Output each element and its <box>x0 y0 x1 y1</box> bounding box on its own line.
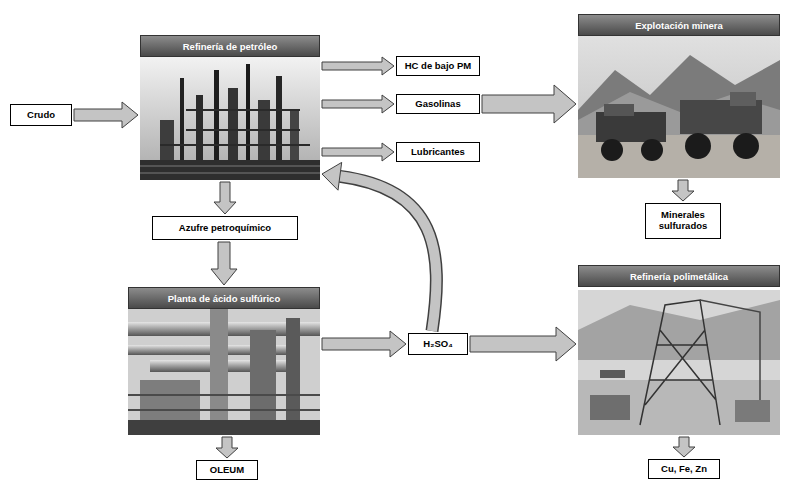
panel-heading: Refinería polimetálica <box>578 265 780 287</box>
box-label: OLEUM <box>210 465 244 476</box>
block-arrow <box>214 182 236 214</box>
box-label: Minerales sulfurados <box>650 210 716 232</box>
block-arrow <box>211 242 237 285</box>
block-arrow <box>74 102 138 128</box>
polymetallic-refinery-photo <box>578 290 780 435</box>
refinery-photo <box>140 57 320 180</box>
box-label: H₂SO₄ <box>423 339 452 350</box>
block-arrow <box>322 57 394 75</box>
photo-panel: Refinería de petróleo <box>140 35 320 180</box>
process-box: OLEUM <box>196 460 258 480</box>
process-box: Lubricantes <box>396 142 480 162</box>
box-label: Cu, Fe, Zn <box>661 464 707 475</box>
panel-heading: Refinería de petróleo <box>140 35 320 57</box>
process-box: HC de bajo PM <box>396 56 480 76</box>
panel-heading: Explotación minera <box>578 14 780 36</box>
photo-panel: Explotación minera <box>578 14 780 178</box>
block-arrow <box>672 180 694 201</box>
process-box: Cu, Fe, Zn <box>648 459 720 479</box>
block-arrow <box>322 95 394 113</box>
block-arrow <box>322 331 406 357</box>
process-box: Gasolinas <box>396 94 480 114</box>
block-arrow <box>322 143 394 161</box>
process-box: Azufre petroquímico <box>152 216 298 240</box>
acid-plant-photo <box>128 309 320 435</box>
process-box: H₂SO₄ <box>408 333 468 355</box>
block-arrow <box>482 85 576 123</box>
process-box: Minerales sulfurados <box>645 203 721 239</box>
box-label: Crudo <box>27 110 55 121</box>
box-label: Azufre petroquímico <box>179 223 271 234</box>
box-label: Lubricantes <box>411 147 465 158</box>
mining-photo <box>578 36 780 178</box>
block-arrow <box>322 162 436 331</box>
block-arrow <box>673 437 695 457</box>
process-box: Crudo <box>10 104 72 126</box>
photo-panel: Planta de ácido sulfúrico <box>128 287 320 435</box>
box-label: HC de bajo PM <box>405 61 472 72</box>
photo-panel: Refinería polimetálica <box>578 265 780 435</box>
block-arrow <box>470 327 576 361</box>
panel-heading: Planta de ácido sulfúrico <box>128 287 320 309</box>
box-label: Gasolinas <box>415 99 460 110</box>
block-arrow <box>216 437 238 458</box>
